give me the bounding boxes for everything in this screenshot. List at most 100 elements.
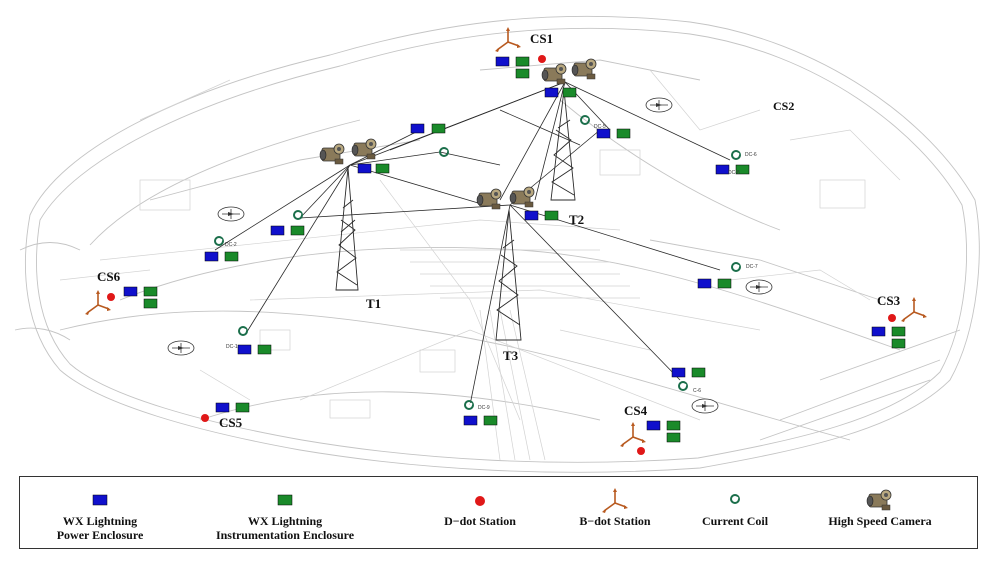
- high-speed-camera-icon: [541, 63, 567, 85]
- power-enclosure-icon: [463, 415, 478, 426]
- legend-item-camera: High Speed Camera: [810, 477, 950, 548]
- legend: WX Lightning Power Enclosure WX Lightnin…: [19, 476, 978, 549]
- instrumentation-enclosure-icon: [717, 278, 732, 289]
- compass-icon: [691, 398, 719, 414]
- current-coil-icon: [731, 262, 741, 272]
- tower-label-t2: T2: [569, 212, 585, 227]
- legend-item-power: WX Lightning Power Enclosure: [40, 477, 160, 548]
- instrumentation-enclosure-markers: [143, 56, 906, 443]
- tower-icon: [550, 89, 576, 201]
- power-enclosure-icon: [544, 87, 559, 98]
- current-coil-icon: [238, 326, 248, 336]
- instrumentation-enclosure-icon: [891, 326, 906, 337]
- instrumentation-enclosure-icon: [515, 68, 530, 79]
- d-dot-station-icon: [201, 414, 209, 422]
- station-label-cs2: CS2: [773, 99, 795, 113]
- compass-icon: [217, 206, 245, 222]
- tower-label-t3: T3: [503, 348, 519, 363]
- instrumentation-enclosure-icon: [143, 286, 158, 297]
- compass-icon: [745, 279, 773, 295]
- coil-tag: DC-8: [728, 170, 740, 176]
- power-enclosure-icon: [697, 278, 712, 289]
- station-label-cs5: CS5: [219, 415, 243, 430]
- instrumentation-enclosure-icon: [431, 123, 446, 134]
- power-enclosure-icon: [596, 128, 611, 139]
- legend-label: D−dot Station: [444, 514, 516, 528]
- current-coil-icon: [730, 494, 740, 504]
- coil-tag: DC-1: [226, 344, 238, 350]
- b-dot-station-icon: [84, 289, 112, 316]
- site-map: [14, 15, 980, 473]
- tower-label-t1: T1: [366, 296, 382, 311]
- d-dot-station-icon: [637, 447, 645, 455]
- cable-lines: [214, 81, 731, 406]
- power-enclosure-markers: [123, 56, 886, 431]
- legend-label: WX Lightning: [247, 514, 323, 528]
- power-enclosure-icon: [237, 344, 252, 355]
- instrumentation-enclosure-icon: [691, 367, 706, 378]
- d-dot-station-icon: [888, 314, 896, 322]
- d-dot-station-icon: [475, 496, 485, 506]
- high-speed-camera-icon: [351, 138, 377, 160]
- power-enclosure-icon: [524, 210, 539, 221]
- instrumentation-enclosure-icon: [544, 210, 559, 221]
- instrumentation-enclosure-icon: [891, 338, 906, 349]
- station-label-cs4: CS4: [624, 403, 648, 418]
- instrumentation-enclosure-icon: [666, 420, 681, 431]
- instrumentation-enclosure-icon: [735, 164, 750, 175]
- compass-icon: [167, 340, 195, 356]
- high-speed-camera-icon: [319, 143, 345, 165]
- tower-icon: [335, 167, 359, 291]
- power-enclosure-icon: [410, 123, 425, 134]
- station-label-cs1: CS1: [530, 31, 554, 46]
- legend-label: Power Enclosure: [56, 528, 144, 542]
- instrumentation-enclosure-icon: [666, 432, 681, 443]
- coil-tag: DC-9: [478, 405, 490, 411]
- instrumentation-enclosure-icon: [257, 344, 272, 355]
- current-coil-icon: [214, 236, 224, 246]
- power-enclosure-icon: [715, 164, 730, 175]
- power-enclosure-icon: [671, 367, 686, 378]
- instrumentation-enclosure-icon: [143, 298, 158, 309]
- instrumentation-enclosure-icon: [515, 56, 530, 67]
- instrumentation-enclosure-icon: [375, 163, 390, 174]
- instrumentation-enclosure-icon: [483, 415, 498, 426]
- station-label-cs3: CS3: [877, 293, 901, 308]
- legend-item-d-dot: D−dot Station: [425, 477, 535, 548]
- coil-tag: DC-7: [746, 264, 758, 270]
- instrumentation-enclosure-icon: [235, 402, 250, 413]
- compass-icon: [645, 97, 673, 113]
- current-coil-icon: [731, 150, 741, 160]
- legend-item-coil: Current Coil: [685, 477, 785, 548]
- power-enclosure-icon: [871, 326, 886, 337]
- legend-label: B−dot Station: [579, 514, 651, 528]
- high-speed-camera-icon: [509, 186, 535, 208]
- d-dot-station-icon: [107, 293, 115, 301]
- high-speed-camera-icon: [866, 489, 892, 511]
- power-enclosure-icon: [123, 286, 138, 297]
- b-dot-station-icon: [601, 487, 629, 513]
- instrumentation-enclosure-icon: [224, 251, 239, 262]
- coil-tag: DC-2: [225, 242, 237, 248]
- legend-label: Instrumentation Enclosure: [215, 528, 355, 542]
- current-coil-icon: [464, 400, 474, 410]
- site-outline: [14, 15, 980, 473]
- legend-label: Current Coil: [701, 514, 769, 528]
- high-speed-camera-icon: [476, 188, 502, 210]
- legend-label: WX Lightning: [62, 514, 138, 528]
- power-enclosure-icon: [92, 494, 108, 506]
- legend-item-b-dot: B−dot Station: [560, 477, 670, 548]
- current-coil-icon: [678, 381, 688, 391]
- map-roads: [59, 69, 901, 461]
- legend-item-instrumentation: WX Lightning Instrumentation Enclosure: [205, 477, 365, 548]
- power-enclosure-icon: [495, 56, 510, 67]
- tower-icon: [495, 209, 522, 341]
- legend-label: High Speed Camera: [828, 514, 932, 528]
- d-dot-markers: [107, 55, 896, 455]
- instrumentation-enclosure-icon: [290, 225, 305, 236]
- b-dot-station-icon: [900, 296, 928, 323]
- d-dot-station-icon: [538, 55, 546, 63]
- coil-tag: DC-5: [594, 124, 606, 130]
- instrumentation-enclosure-icon: [616, 128, 631, 139]
- power-enclosure-icon: [215, 402, 230, 413]
